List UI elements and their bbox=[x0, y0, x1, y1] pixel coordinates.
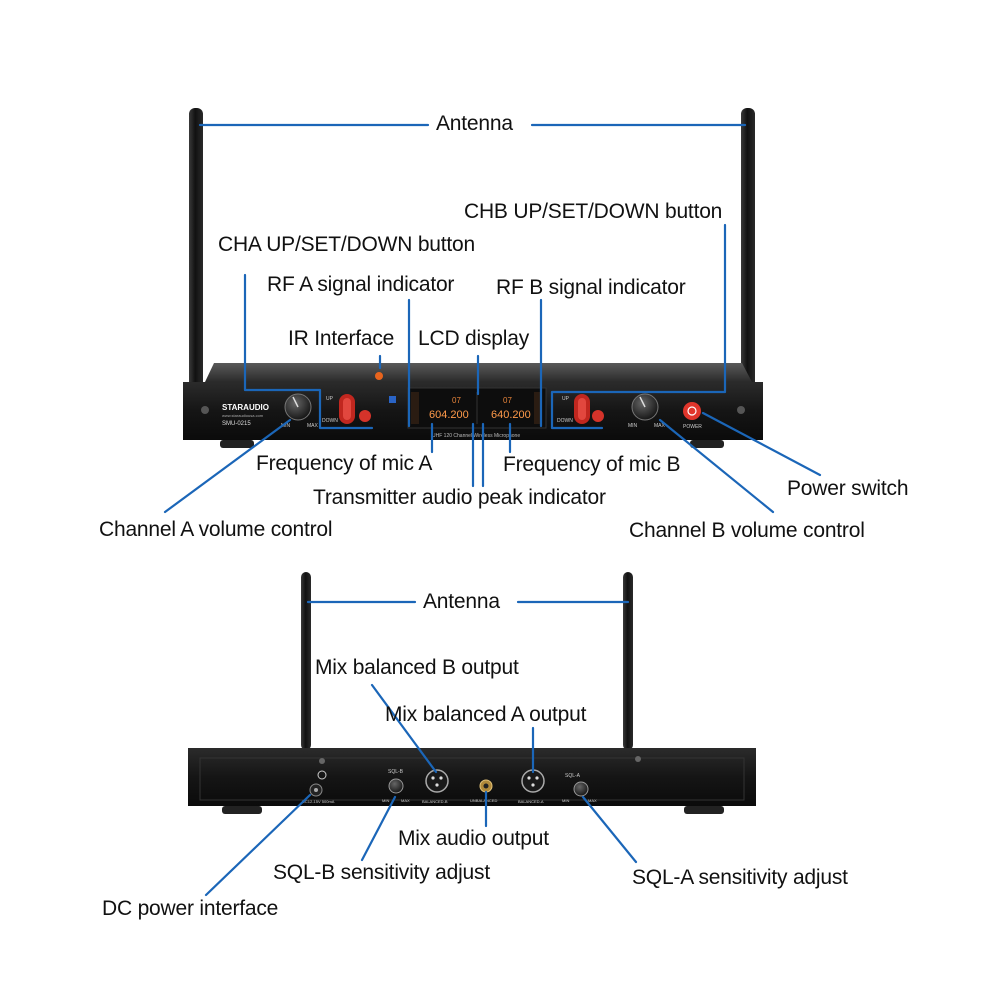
front-antenna-right bbox=[741, 108, 755, 408]
balanced-a-xlr-output[interactable]: BALANCED-A bbox=[518, 769, 545, 804]
svg-text:07: 07 bbox=[452, 396, 461, 405]
label-power-switch: Power switch bbox=[787, 477, 909, 500]
label-channel-b-volume: Channel B volume control bbox=[629, 519, 865, 542]
label-front-antenna: Antenna bbox=[436, 112, 513, 135]
svg-text:UP: UP bbox=[326, 396, 334, 402]
svg-text:MAX: MAX bbox=[588, 798, 597, 803]
label-lcd-display: LCD display bbox=[418, 327, 530, 350]
ir-interface-icon bbox=[375, 372, 383, 380]
label-peak-indicator: Transmitter audio peak indicator bbox=[313, 486, 606, 509]
chb-up-set-down-buttons[interactable]: UP DOWN bbox=[557, 394, 604, 424]
brand-logo: STARAUDIO bbox=[222, 403, 269, 412]
balanced-b-xlr-output[interactable]: BALANCED-B bbox=[422, 769, 449, 804]
svg-text:BALANCED-B: BALANCED-B bbox=[422, 799, 448, 804]
svg-text:MIN: MIN bbox=[562, 798, 569, 803]
svg-text:SQL-A: SQL-A bbox=[565, 773, 581, 779]
svg-text:UP: UP bbox=[562, 396, 570, 402]
channel-a-volume-knob[interactable]: MIN MAX bbox=[281, 393, 319, 429]
svg-text:MAX: MAX bbox=[401, 798, 410, 803]
lcd-frequency-a: 604.200 bbox=[429, 409, 469, 421]
rear-antenna-left bbox=[301, 572, 311, 750]
label-sql-b: SQL-B sensitivity adjust bbox=[273, 861, 490, 884]
label-dc-power: DC power interface bbox=[102, 897, 279, 920]
svg-text:SQL-B: SQL-B bbox=[388, 769, 404, 775]
label-rf-b: RF B signal indicator bbox=[496, 276, 686, 299]
label-channel-a-volume: Channel A volume control bbox=[99, 518, 333, 541]
svg-text:DOWN: DOWN bbox=[322, 418, 338, 424]
model-number: SMU-0215 bbox=[222, 421, 251, 427]
label-frequency-a: Frequency of mic A bbox=[256, 452, 433, 475]
rear-antenna-right bbox=[623, 572, 633, 750]
svg-text:UNBALANCED: UNBALANCED bbox=[470, 798, 497, 803]
label-frequency-b: Frequency of mic B bbox=[503, 453, 681, 476]
lcd-frequency-b: 640.200 bbox=[491, 409, 531, 421]
svg-text:MIN: MIN bbox=[281, 423, 291, 429]
label-mix-balanced-b: Mix balanced B output bbox=[315, 656, 519, 679]
svg-text:DOWN: DOWN bbox=[557, 418, 573, 424]
svg-text:www.staraudiousa.com: www.staraudiousa.com bbox=[222, 413, 264, 418]
label-cha-buttons: CHA UP/SET/DOWN button bbox=[218, 233, 476, 256]
svg-text:BALANCED-A: BALANCED-A bbox=[518, 799, 544, 804]
svg-text:MAX: MAX bbox=[654, 423, 666, 429]
unbalanced-jack[interactable]: UNBALANCED bbox=[470, 779, 497, 803]
channel-b-volume-knob[interactable]: MIN MAX bbox=[628, 393, 666, 429]
svg-text:MAX: MAX bbox=[307, 423, 319, 429]
label-chb-buttons: CHB UP/SET/DOWN button bbox=[464, 200, 723, 223]
label-sql-a: SQL-A sensitivity adjust bbox=[632, 866, 848, 889]
lcd-display: 07 07 604.200 640.200 UHF 120 Channel Wi… bbox=[407, 387, 547, 439]
front-antenna-left bbox=[189, 108, 203, 408]
dc-power-jack[interactable]: DC12-15V 500mA bbox=[302, 770, 335, 804]
svg-text:POWER: POWER bbox=[683, 424, 702, 430]
label-mix-balanced-a: Mix balanced A output bbox=[385, 703, 587, 726]
svg-text:MIN: MIN bbox=[628, 423, 638, 429]
label-rear-antenna: Antenna bbox=[423, 590, 500, 613]
label-rf-a: RF A signal indicator bbox=[267, 273, 455, 296]
sql-b-knob[interactable]: SQL-B MIN MAX bbox=[382, 769, 410, 803]
svg-text:DC12-15V 500mA: DC12-15V 500mA bbox=[302, 799, 335, 804]
label-ir-interface: IR Interface bbox=[288, 327, 395, 350]
power-button[interactable]: POWER bbox=[683, 402, 702, 430]
svg-text:07: 07 bbox=[503, 396, 512, 405]
sql-a-knob[interactable]: SQL-A MIN MAX bbox=[562, 773, 597, 803]
leader-lines bbox=[163, 123, 822, 897]
cha-up-set-down-buttons[interactable]: UP DOWN bbox=[322, 394, 371, 424]
svg-text:UHF 120 Channel Wireless Micro: UHF 120 Channel Wireless Microphone bbox=[432, 433, 520, 439]
rear-receiver: DC12-15V 500mA SQL-B MIN MAX BALANCED-B … bbox=[188, 572, 756, 814]
svg-text:MIN: MIN bbox=[382, 798, 389, 803]
label-mix-audio: Mix audio output bbox=[398, 827, 549, 850]
